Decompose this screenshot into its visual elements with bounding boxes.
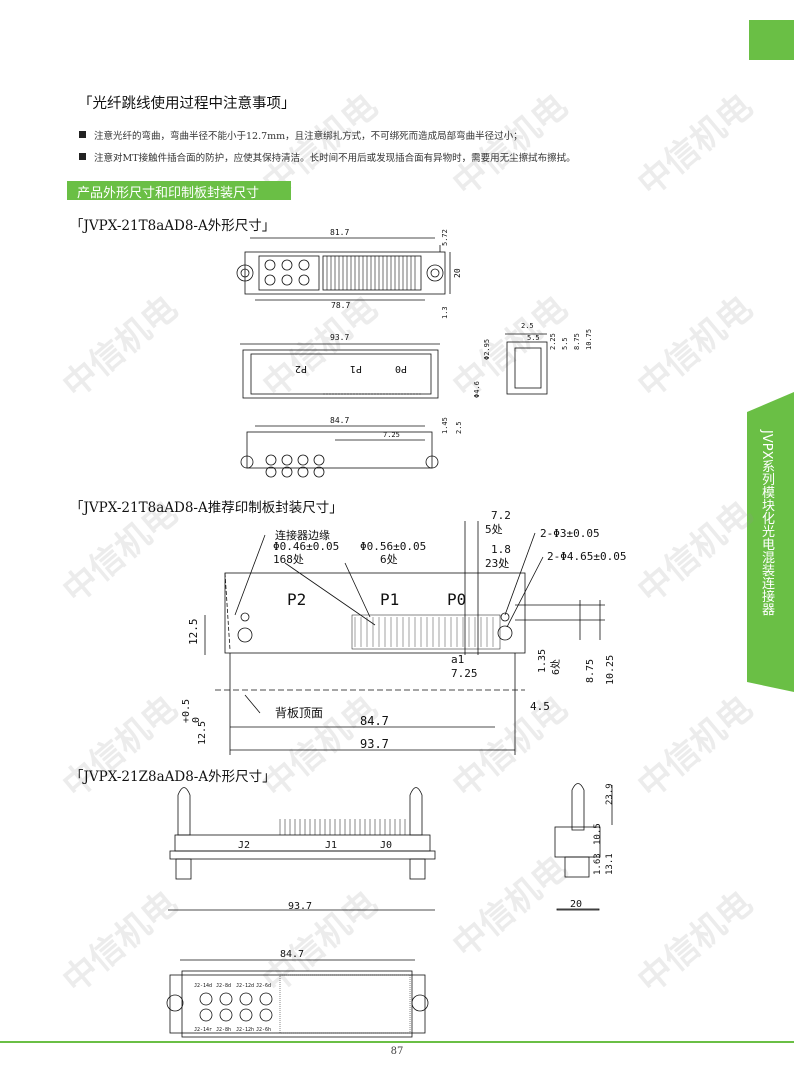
dim-label: 5.5 bbox=[561, 337, 569, 350]
dim-label: 2.5 bbox=[455, 421, 463, 434]
label: 23处 bbox=[485, 557, 509, 570]
dim-label: 81.7 bbox=[330, 228, 349, 237]
dim-label: P0 bbox=[395, 363, 407, 374]
watermark: 中信机电 bbox=[630, 688, 761, 807]
watermark: 中信机电 bbox=[630, 493, 761, 612]
label: 2-Φ4.65±0.05 bbox=[547, 550, 626, 563]
label: 1.8 bbox=[491, 543, 511, 556]
label: 93.7 bbox=[360, 737, 389, 751]
label: 13.1 bbox=[605, 853, 615, 875]
label: J1 bbox=[325, 840, 337, 851]
label: 20 bbox=[570, 899, 582, 910]
list-item: 注意对MT接触件插合面的防护，应使其保持清洁。长时间不用后或发现插合面有异物时，… bbox=[79, 150, 576, 164]
corner-tab bbox=[749, 20, 794, 60]
watermark: 中信机电 bbox=[630, 288, 761, 407]
dim-label: 2.25 bbox=[549, 333, 557, 350]
dim-label: 93.7 bbox=[330, 333, 349, 342]
watermark: 中信机电 bbox=[630, 86, 761, 205]
side-tab-label: JVPX系列模块化光电混装连接器 bbox=[759, 430, 774, 616]
label: J2-14r bbox=[194, 1027, 212, 1033]
label: a1 bbox=[451, 653, 464, 666]
dim-label: P1 bbox=[350, 363, 362, 374]
watermark: 中信机电 bbox=[55, 288, 186, 407]
label: 7.2 bbox=[491, 509, 511, 522]
dim-label: 5.72 bbox=[441, 229, 449, 246]
dim-label: 8.75 bbox=[573, 333, 581, 350]
label: P2 bbox=[287, 590, 306, 609]
label: 1.35 bbox=[537, 649, 548, 673]
label: J2-6h bbox=[256, 1027, 271, 1033]
label: 7.25 bbox=[451, 667, 478, 680]
figure-title: 「JVPX-21T8aAD8-A外形尺寸」 bbox=[70, 218, 276, 234]
label: Φ0.46±0.05 bbox=[273, 540, 339, 553]
label: 12.5 bbox=[187, 619, 200, 646]
watermark: 中信机电 bbox=[630, 883, 761, 1002]
figure-title: 「JVPX-21T8aAD8-A推荐印制板封装尺寸」 bbox=[70, 500, 343, 516]
label: 23.9 bbox=[605, 783, 615, 805]
label: 连接器边缘 bbox=[275, 529, 330, 542]
label: 84.7 bbox=[280, 949, 304, 960]
label: J2-8h bbox=[216, 1027, 231, 1033]
dim-label: 84.7 bbox=[330, 416, 349, 425]
section-title-fiber: 「光纤跳线使用过程中注意事项」 bbox=[78, 96, 296, 112]
label: J2 bbox=[238, 840, 250, 851]
watermark: 中信机电 bbox=[445, 86, 576, 205]
figure-2-drawing: P2 P1 P0 背板顶面 84.7 93.7 4.5 连接器边缘 Φ0.46±… bbox=[181, 509, 626, 755]
label: 93.7 bbox=[288, 901, 312, 912]
label: J2-12h bbox=[236, 1027, 254, 1033]
figure-1-drawing: 81.7 5.72 20 78.7 1.3 93.7 P2 P1 P0 23 Φ… bbox=[225, 228, 593, 478]
footer-rule bbox=[0, 1041, 794, 1043]
label: P0 bbox=[447, 590, 466, 609]
dim-label: 7.25 bbox=[383, 431, 400, 439]
figure-title: 「JVPX-21Z8aAD8-A外形尺寸」 bbox=[70, 769, 276, 785]
list-item: 注意光纤的弯曲，弯曲半径不能小于12.7mm，且注意绑扎方式，不可绑死而造成局部… bbox=[79, 128, 523, 142]
label: 12.5 bbox=[197, 721, 208, 745]
side-tab bbox=[747, 392, 794, 692]
label: 8.75 bbox=[585, 659, 596, 683]
label: 0 bbox=[191, 717, 202, 723]
label: Φ0.56±0.05 bbox=[360, 540, 426, 553]
label: J2-14d bbox=[194, 983, 212, 989]
label: 背板顶面 bbox=[275, 706, 323, 720]
page-number: 87 bbox=[390, 1046, 404, 1057]
label: J0 bbox=[380, 840, 392, 851]
label: 1.63 bbox=[593, 853, 603, 875]
label: J2-12d bbox=[236, 983, 254, 989]
dim-label: P2 bbox=[295, 363, 307, 374]
label: 6处 bbox=[550, 659, 562, 675]
label: 168处 bbox=[273, 553, 304, 566]
label: 10.25 bbox=[605, 655, 616, 685]
dim-label: 78.7 bbox=[331, 301, 350, 310]
label: 5处 bbox=[485, 523, 503, 536]
dim-label: 5.5 bbox=[527, 334, 540, 342]
label: 2-Φ3±0.05 bbox=[540, 527, 600, 540]
label: 10.5 bbox=[593, 823, 603, 845]
label: 6处 bbox=[380, 553, 398, 566]
dim-label: 20 bbox=[453, 268, 462, 278]
section-header: 产品外形尺寸和印制板封装尺寸 bbox=[67, 181, 291, 201]
dim-label: 2.5 bbox=[521, 322, 534, 330]
label: J2-8d bbox=[216, 983, 231, 989]
label: 84.7 bbox=[360, 714, 389, 728]
dim-label: 10.75 bbox=[585, 329, 593, 350]
dim-label: 23 bbox=[225, 370, 227, 380]
label: P1 bbox=[380, 590, 399, 609]
dim-label: Φ2.95 bbox=[483, 339, 491, 360]
label: J2-6d bbox=[256, 983, 271, 989]
dim-label: Φ4.6 bbox=[473, 381, 481, 398]
figure-3-drawing: J2 J1 J0 93.7 20 23.9 10.5 1.63 13.1 84.… bbox=[166, 783, 615, 1038]
label: +0.5 bbox=[181, 699, 192, 723]
dim-label: 1.3 bbox=[441, 306, 449, 319]
label: 4.5 bbox=[530, 700, 550, 713]
dim-label: 1.45 bbox=[441, 417, 449, 434]
